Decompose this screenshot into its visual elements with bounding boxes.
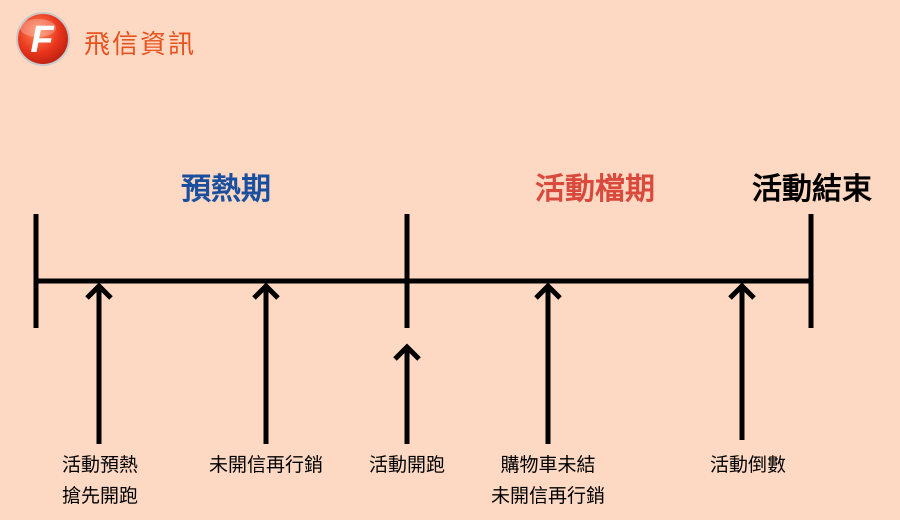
event-label-line: 未開信再行銷 (208, 454, 323, 476)
phase-label-end: 活動結束 (752, 172, 872, 207)
event-label-line: 活動預熱 (61, 454, 138, 476)
event-label-line: 活動開跑 (368, 454, 445, 476)
event-label-cart-remarketing: 購物車未結 未開信再行銷 (478, 450, 618, 512)
event-arrow (728, 282, 756, 440)
event-label-countdown: 活動倒數 (696, 450, 800, 481)
event-label-line: 未開信再行銷 (490, 485, 605, 507)
event-arrow (252, 282, 280, 444)
event-arrow (534, 282, 562, 444)
event-label-line: 購物車未結 (500, 454, 596, 476)
phase-label-preheat: 預熱期 (181, 172, 271, 207)
event-label-preheat: 活動預熱 搶先開跑 (57, 450, 143, 512)
event-label-line: 搶先開跑 (61, 485, 138, 507)
event-label-line: 活動倒數 (709, 454, 786, 476)
event-label-unopened-remarketing: 未開信再行銷 (186, 450, 346, 481)
event-label-launch: 活動開跑 (355, 450, 459, 481)
event-arrow (393, 343, 421, 444)
phase-label-active: 活動檔期 (535, 172, 655, 207)
brand-logo-icon: F (16, 12, 70, 66)
event-arrow (85, 282, 113, 444)
brand-logo-letter: F (30, 19, 55, 61)
brand-name: 飛信資訊 (84, 30, 197, 60)
